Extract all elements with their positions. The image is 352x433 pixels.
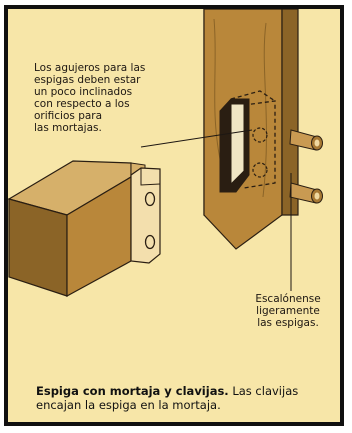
annotation-stagger-tenons: Escalónense ligeramente las espigas. [255, 293, 321, 329]
caption-title: Espiga con mortaja y clavijas. [36, 384, 229, 398]
hidden-peg-hole [252, 162, 268, 178]
illustration-panel: Los agujeros para las espigas deben esta… [4, 5, 344, 426]
hidden-tenon-outline [243, 100, 276, 189]
annotation-peg-holes: Los agujeros para las espigas deben esta… [34, 62, 146, 134]
tenon-peg-hole [144, 234, 156, 250]
hidden-tenon-outline [230, 90, 276, 102]
figure-caption: Espiga con mortaja y clavijas. Las clavi… [36, 384, 340, 412]
peg-upper [289, 129, 323, 151]
tenon-edge [140, 168, 161, 186]
post-grain-line [262, 22, 267, 198]
peg-lower [289, 182, 323, 204]
rail-side-face [8, 198, 68, 297]
tenon-body [130, 167, 161, 264]
leader-line-top [140, 129, 253, 148]
caption-text: Las clavijas encajan la espiga en la mor… [36, 384, 299, 412]
joinery-illustration [8, 9, 323, 298]
tenon-peg-hole [144, 191, 156, 207]
post-side-face [281, 9, 299, 216]
mortise-inner-wall [230, 103, 245, 186]
post-grain-line [213, 18, 221, 160]
hidden-peg-hole [252, 127, 268, 143]
